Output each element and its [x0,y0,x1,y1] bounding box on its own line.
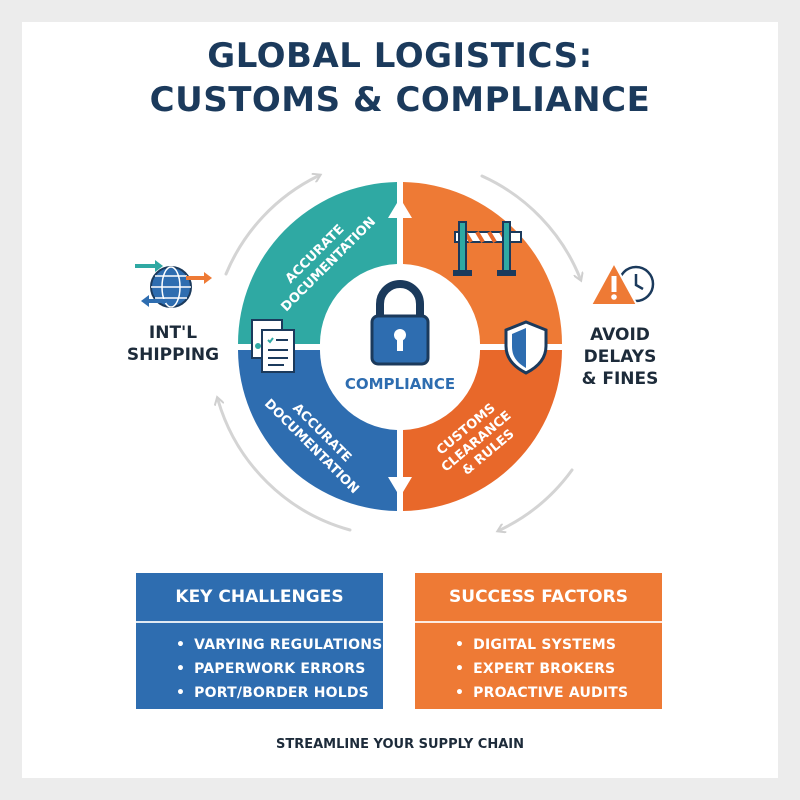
barrier-icon [453,221,522,276]
warning-clock-icon [589,260,655,306]
list-item: PAPERWORK ERRORS [176,657,383,681]
arrow-up-icon [388,198,412,218]
list-item: VARYING REGULATIONS [176,633,383,657]
segment-top-right [403,182,562,344]
list-item: DIGITAL SYSTEMS [455,633,662,657]
list-item: PROACTIVE AUDITS [455,681,662,705]
intl-shipping-line-2: SHIPPING [126,345,220,365]
intl-shipping-line-1: INT'L [148,323,198,343]
list-item: PORT/BORDER HOLDS [176,681,383,705]
cycle-arrows [218,176,580,530]
title-line-2: CUSTOMS & COMPLIANCE [149,80,651,120]
key-challenges-box: KEY CHALLENGES VARYING REGULATIONS PAPER… [136,573,383,709]
avoid-delays-label: AVOID DELAYS & FINES [572,324,668,390]
success-factors-box: SUCCESS FACTORS DIGITAL SYSTEMS EXPERT B… [415,573,662,709]
center-label: COMPLIANCE [345,375,455,393]
key-challenges-list: VARYING REGULATIONS PAPERWORK ERRORS POR… [136,623,383,705]
key-challenges-title: KEY CHALLENGES [136,573,383,623]
segment-bottom-right [403,350,562,511]
avoid-delays-line-2: DELAYS [583,347,657,367]
title-line-1: GLOBAL LOGISTICS: [207,36,593,76]
page-title: GLOBAL LOGISTICS: CUSTOMS & COMPLIANCE [0,34,800,122]
padlock-icon [370,280,430,366]
avoid-delays-line-3: & FINES [581,369,659,389]
success-factors-list: DIGITAL SYSTEMS EXPERT BROKERS PROACTIVE… [415,623,662,705]
intl-shipping-label: INT'L SHIPPING [118,322,228,366]
segment-top-left [237,182,397,344]
arrow-down-icon [388,477,412,497]
footer-tagline: STREAMLINE YOUR SUPPLY CHAIN [276,737,524,752]
success-factors-title: SUCCESS FACTORS [415,573,662,623]
documents-icon [251,319,295,373]
globe-arrows-icon [135,260,212,308]
segment-bottom-left [238,350,397,511]
shield-icon [504,320,548,375]
list-item: EXPERT BROKERS [455,657,662,681]
avoid-delays-line-1: AVOID [590,325,650,345]
